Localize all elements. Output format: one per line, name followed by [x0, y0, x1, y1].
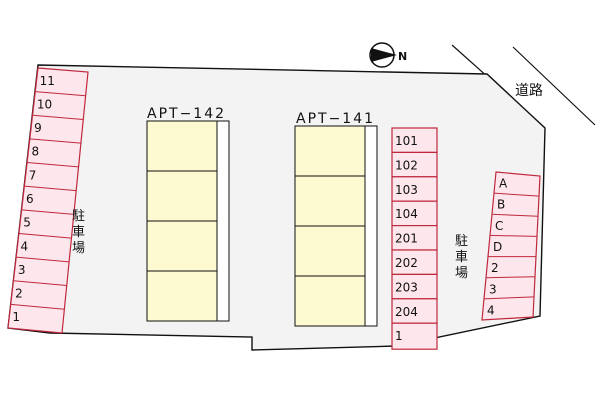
- parking-slot: 11: [40, 74, 55, 88]
- parking-slot: B: [497, 198, 505, 212]
- parking-slot: 102: [395, 158, 418, 172]
- parking-slot: 8: [31, 145, 39, 159]
- parking-label-right: 駐車場: [455, 234, 468, 281]
- parking-slot: 104: [395, 207, 418, 221]
- parking-right: [481, 171, 541, 321]
- parking-slot: 204: [395, 305, 418, 319]
- parking-slot: 203: [395, 280, 418, 294]
- road-label: 道路: [515, 83, 543, 99]
- building-label-141: APT−141: [296, 111, 375, 127]
- parking-slot: 4: [487, 303, 495, 317]
- lot-outline: [7, 64, 546, 351]
- parking-slot: 3: [489, 282, 497, 296]
- parking-slot: 1: [12, 310, 20, 324]
- parking-slot: 201: [395, 232, 418, 246]
- parking-slot: 4: [21, 239, 29, 253]
- road-edge-line: [512, 46, 596, 126]
- parking-slot: 10: [37, 97, 52, 111]
- parking-label-left: 駐車場: [72, 209, 85, 256]
- parking-slot: 2: [15, 287, 23, 301]
- parking-slot: 1: [395, 329, 403, 343]
- building-apt-142: [146, 120, 230, 322]
- building-label-142: APT−142: [147, 106, 226, 122]
- parking-slot: 9: [34, 121, 42, 135]
- building-apt-141: [294, 125, 378, 327]
- parking-middle: 101 102 103 104 201 202 203 204 1: [391, 127, 438, 350]
- parking-slot: A: [499, 177, 508, 191]
- parking-left: [7, 67, 89, 334]
- parking-slot: 202: [395, 256, 418, 270]
- parking-slot: 3: [18, 263, 26, 277]
- compass-label: N: [398, 50, 407, 63]
- parking-slot: 7: [29, 168, 37, 182]
- parking-slot: 103: [395, 183, 418, 197]
- parking-slot: 2: [491, 261, 499, 275]
- parking-slot: C: [495, 219, 503, 233]
- parking-slot: D: [493, 240, 502, 254]
- parking-slot: 6: [26, 192, 34, 206]
- parking-slot: 101: [395, 134, 418, 148]
- parking-slot: 5: [23, 216, 31, 230]
- north-arrow-icon: N: [369, 42, 407, 68]
